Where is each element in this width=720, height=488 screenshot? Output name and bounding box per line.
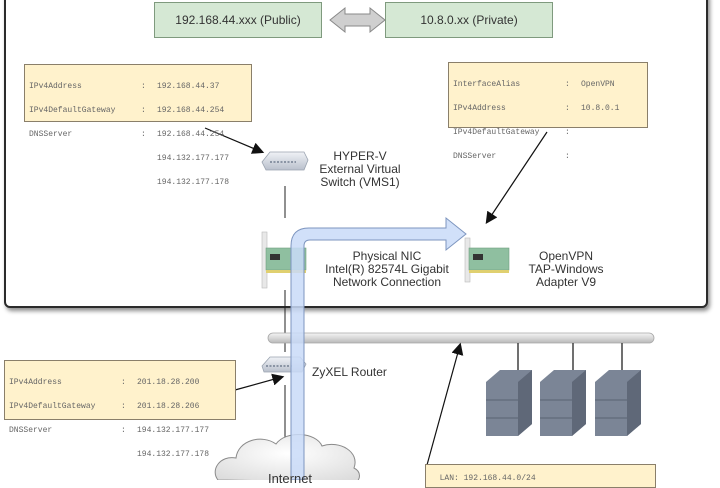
note-key: DNSServer [29,130,73,139]
label-line: Intel(R) 82574L Gigabit [325,262,449,276]
server-icon [595,370,641,436]
router-note-connector [234,373,285,391]
note-value: 192.168.44.254 [157,106,225,115]
internet-label: Internet [267,471,313,486]
note-key [29,179,141,187]
label-line: Adapter V9 [535,275,597,289]
label-line: OpenVPN [538,249,594,263]
note-key: DNSServer [453,152,497,161]
note-key: IPv4DefaultGateway [9,402,96,411]
note-sep: : [565,128,570,137]
note-key: IPv4DefaultGateway [29,106,116,115]
note-sep: : [141,106,146,115]
note-value: 194.132.177.178 [137,450,210,459]
virtual-switch-icon [261,151,309,171]
note-sep: : [141,82,146,91]
note-value: 10.8.0.1 [581,104,620,113]
private-ip-box: 10.8.0.xx (Private) [385,2,553,38]
bidirectional-arrow-icon [329,6,386,34]
traffic-flow-arrow [290,216,467,480]
label-line: Physical NIC [352,249,422,263]
note-sep [121,451,137,459]
openvpn-tap-label: OpenVPN TAP-Windows Adapter V9 [516,250,616,289]
note-sep: : [121,378,126,387]
openvpn-note-connector [485,131,548,224]
note-sep: : [565,104,570,113]
note-value: 192.168.44.254 [157,130,225,139]
label-line: Network Connection [332,275,442,289]
server-icon [486,370,532,436]
hyperv-switch-label: HYPER-V External Virtual Switch (VMS1) [300,150,420,189]
host-nic-config-note: IPv4Address: 192.168.44.37 IPv4DefaultGat… [24,64,252,187]
note-key: IPv4Address [9,378,62,387]
hyper-v-host-frame [4,0,708,308]
openvpn-config-note: InterfaceAlias: OpenVPN IPv4Address: 10.8.… [448,62,648,161]
note-value: 201.18.28.200 [137,378,200,387]
note-sep: : [565,152,570,161]
note-key: IPv4DefaultGateway [453,128,540,137]
note-key: InterfaceAlias [453,80,521,89]
lan-bus [267,332,655,344]
note-value: 194.132.177.177 [157,154,230,163]
note-key: IPv4Address [29,82,82,91]
lan-subnet-text: LAN: 192.168.44.0/24 [439,474,536,483]
label-line: External Virtual [319,162,401,176]
note-value: OpenVPN [581,80,615,89]
note-key: IPv4Address [453,104,506,113]
label-line: HYPER-V [333,149,387,163]
note-sep: : [121,402,126,411]
note-value: 201.18.28.206 [137,402,200,411]
openvpn-tap-adapter-icon [464,237,510,283]
physical-nic-label: Physical NIC Intel(R) 82574L Gigabit Net… [312,250,462,289]
public-ip-box: 192.168.44.xxx (Public) [154,2,322,38]
note-key [9,451,121,459]
note-sep: : [121,426,126,435]
note-sep [141,179,157,187]
lan-note-connector [426,342,464,466]
note-sep: : [565,80,570,89]
label-line: TAP-Windows [528,262,604,276]
router-label: ZyXEL Router [312,365,387,379]
note-sep [141,155,157,163]
public-ip-label: 192.168.44.xxx (Public) [175,13,301,27]
router-config-note: IPv4Address: 201.18.28.200 IPv4DefaultGat… [4,360,236,459]
note-key [29,155,141,163]
private-ip-label: 10.8.0.xx (Private) [420,13,518,27]
host-note-connector [204,127,265,154]
note-value: 194.132.177.177 [137,426,210,435]
server-icon [540,370,586,436]
note-key: DNSServer [9,426,53,435]
lan-subnet-note: LAN: 192.168.44.0/24 [425,464,656,488]
note-value: 194.132.177.178 [157,178,230,187]
label-line: Switch (VMS1) [320,175,400,189]
note-value: 192.168.44.37 [157,82,220,91]
note-sep: : [141,130,146,139]
